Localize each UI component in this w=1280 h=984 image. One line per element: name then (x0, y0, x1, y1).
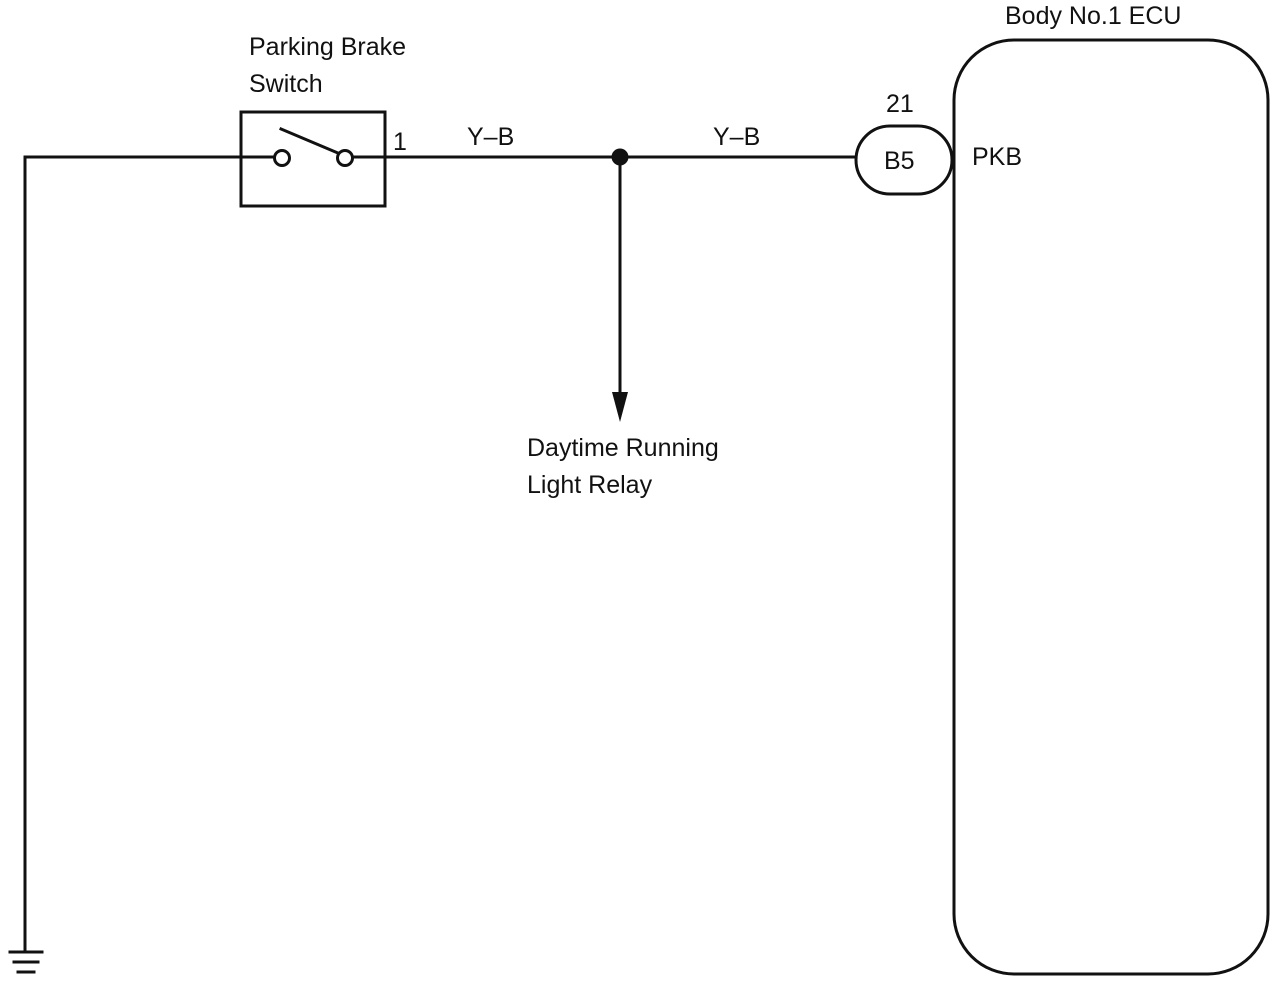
ecu-label: Body No.1 ECU (1005, 2, 1182, 30)
switch-blade (279, 127, 340, 155)
wire-color-label-right: Y–B (713, 123, 761, 151)
ecu-body (952, 38, 1270, 976)
parking-brake-switch-label-line2: Switch (249, 70, 323, 98)
parking-brake-switch-box (239, 110, 387, 208)
arrow-down-icon (612, 392, 628, 422)
switch-contact-left-icon (273, 149, 291, 167)
relay-label: Daytime Running Light Relay (527, 430, 719, 504)
junction-dot-icon (611, 148, 629, 166)
parking-brake-switch-label-line1: Parking Brake (249, 33, 407, 61)
switch-pin-label: 1 (393, 128, 407, 156)
relay-label-line2: Light Relay (527, 471, 653, 499)
wire-color-label-left: Y–B (467, 123, 515, 151)
ground-icon (8, 950, 44, 974)
connector-pin-label: 21 (886, 90, 914, 118)
parking-brake-switch-label: Parking Brake Switch (249, 29, 406, 103)
connector-b5-shape (854, 124, 954, 196)
connector-id-label: B5 (884, 147, 915, 175)
ecu-terminal-label: PKB (972, 143, 1023, 171)
relay-label-line1: Daytime Running (527, 434, 719, 462)
switch-contact-right-icon (336, 149, 354, 167)
ground-wire (23, 155, 272, 952)
